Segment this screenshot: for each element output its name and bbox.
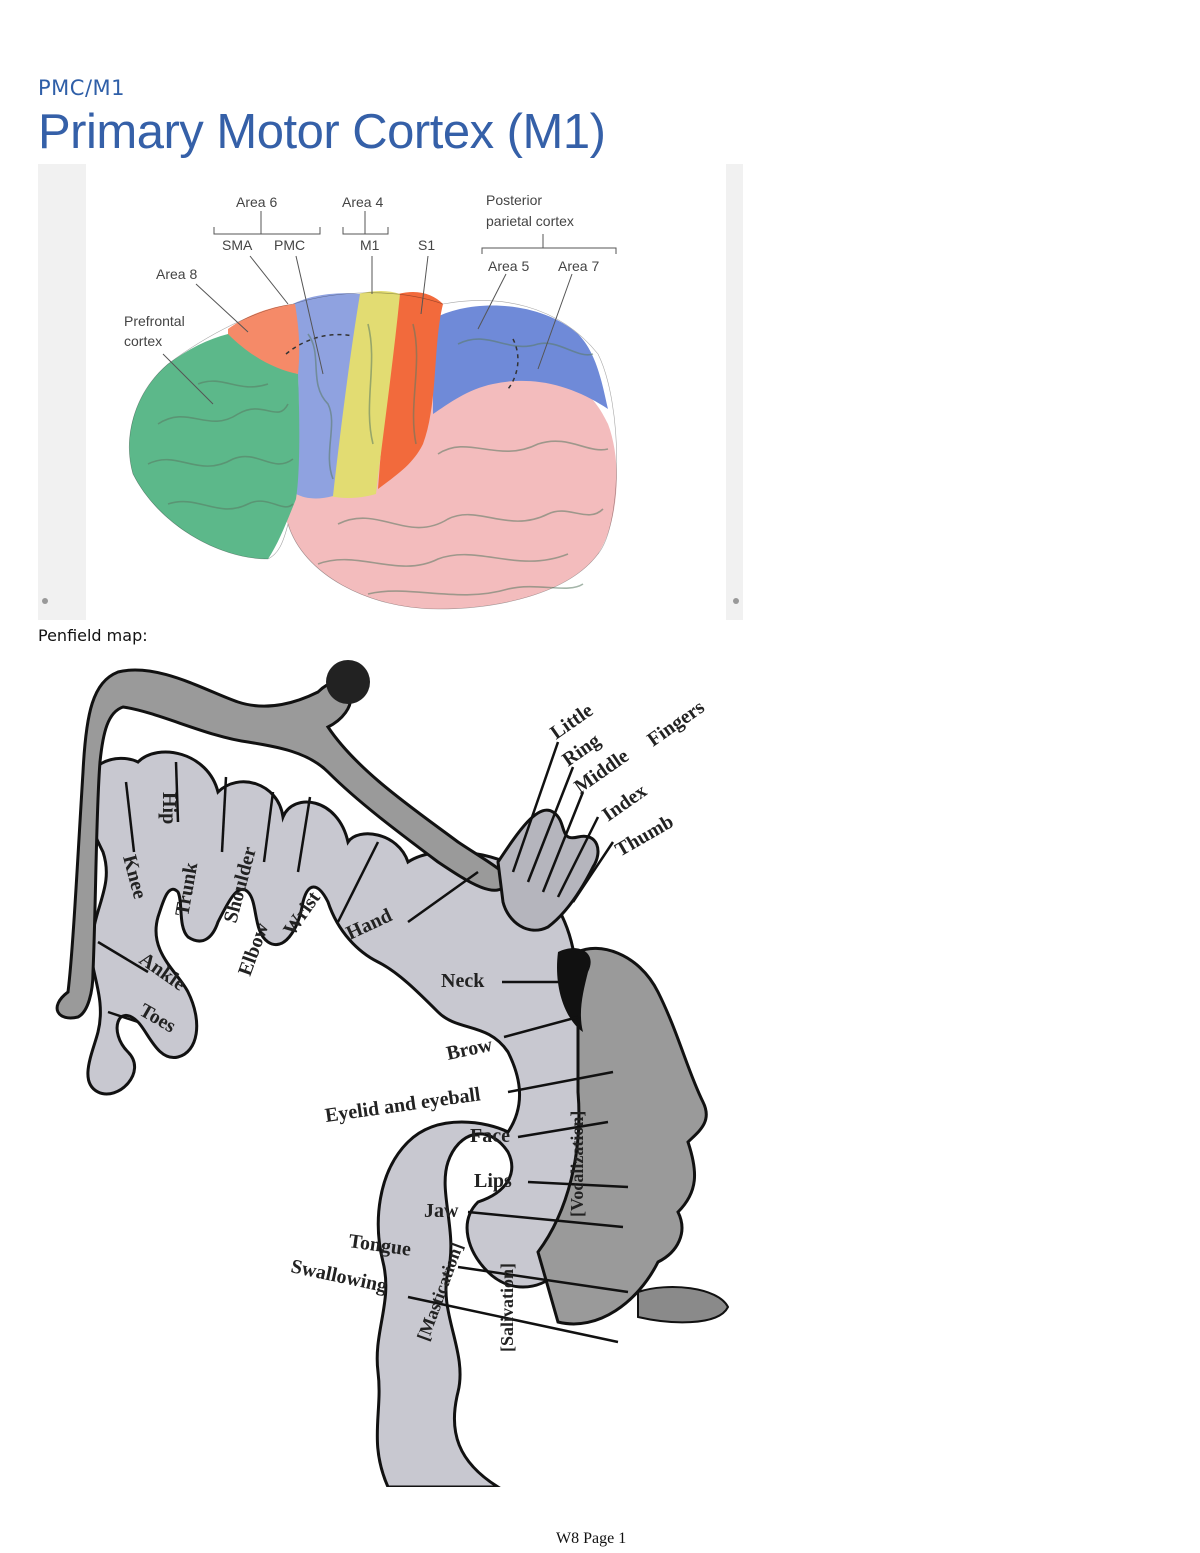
area6-region (293, 293, 360, 499)
label-area6: Area 6 (236, 194, 277, 210)
label-m1: M1 (360, 237, 380, 253)
m1-region (330, 291, 400, 499)
label-prefrontal-1: Prefrontal (124, 313, 185, 329)
label-salivation: [Salivation] (497, 1263, 517, 1352)
dashed-boundary (285, 333, 354, 355)
dashed-boundary-parietal (507, 338, 519, 390)
label-sma: SMA (222, 237, 253, 253)
homunculus-face (536, 946, 708, 1326)
gyri-texture (147, 323, 609, 596)
label-fingers: Fingers (643, 696, 709, 751)
label-hip: Hip (158, 792, 180, 824)
label-prefrontal-2: cortex (124, 333, 162, 349)
label-eyelid-eyeball: Eyelid and eyeball (324, 1083, 483, 1127)
homunculus-head-top (326, 660, 370, 704)
brain-diagram: Area 6 Area 4 Posterior parietal cortex … (38, 164, 743, 620)
page-footer: W8 Page 1 (556, 1530, 627, 1547)
label-elbow: Elbow (234, 919, 273, 978)
label-area4: Area 4 (342, 194, 383, 210)
slide-dot-left (42, 598, 48, 604)
label-s1: S1 (418, 237, 435, 253)
page-heading: PMC/M1 (38, 76, 125, 100)
label-brow: Brow (444, 1034, 494, 1065)
slide-left-edge (38, 164, 86, 620)
penfield-caption: Penfield map: (38, 626, 148, 645)
label-swallowing: Swallowing (289, 1255, 389, 1297)
parietal-region (433, 305, 608, 414)
slide-dot-right (733, 598, 739, 604)
label-posterior-2: parietal cortex (486, 213, 574, 229)
label-area7: Area 7 (558, 258, 599, 274)
homunculus-hair (557, 948, 591, 1032)
label-index: Index (598, 780, 651, 826)
label-lips: Lips (474, 1170, 512, 1192)
label-face: Face (470, 1125, 510, 1147)
prefrontal-region (129, 334, 300, 559)
label-posterior-1: Posterior (486, 192, 542, 208)
brain-outline (129, 292, 617, 610)
brain-slide-image: Primary Motor Cortex (M1) (38, 104, 743, 620)
slide-right-edge (726, 164, 743, 620)
label-vocalization: [Vocalization] (567, 1111, 587, 1217)
label-area8: Area 8 (156, 266, 197, 282)
label-pmc: PMC (274, 237, 305, 253)
label-area5: Area 5 (488, 258, 529, 274)
penfield-homunculus-figure: Hip Knee Trunk Shoulder Elbow Wrist Hand… (55, 660, 730, 1487)
label-neck: Neck (441, 970, 485, 992)
penfield-arrows (97, 741, 629, 1344)
slide-title: Primary Motor Cortex (M1) (38, 105, 606, 159)
homunculus-tongue (637, 1286, 730, 1324)
label-leaders (162, 211, 617, 405)
label-jaw: Jaw (424, 1200, 459, 1222)
